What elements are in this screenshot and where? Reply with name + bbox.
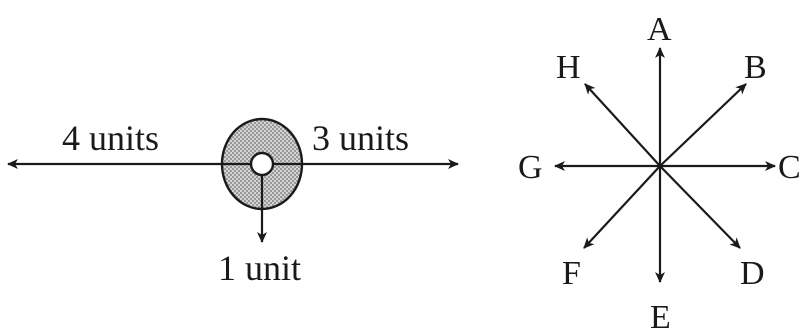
arrow-d: [659, 165, 741, 249]
label-d: D: [740, 255, 765, 292]
arrow-b: [659, 83, 747, 167]
arrow-f: [583, 165, 661, 249]
center-hole: [249, 151, 275, 177]
force-diagram: 4 units 3 units 1 unit: [7, 117, 459, 288]
direction-compass: A B C D E F G H: [518, 11, 801, 332]
label-g: G: [518, 149, 543, 186]
label-f: F: [562, 255, 581, 292]
label-e: E: [650, 299, 671, 332]
label-1-unit: 1 unit: [218, 248, 301, 288]
label-h: H: [556, 49, 581, 86]
label-b: B: [744, 49, 767, 86]
arrow-h: [584, 83, 661, 167]
label-4-units: 4 units: [62, 118, 159, 158]
label-a: A: [647, 11, 672, 48]
label-c: C: [778, 149, 801, 186]
label-3-units: 3 units: [312, 118, 409, 158]
